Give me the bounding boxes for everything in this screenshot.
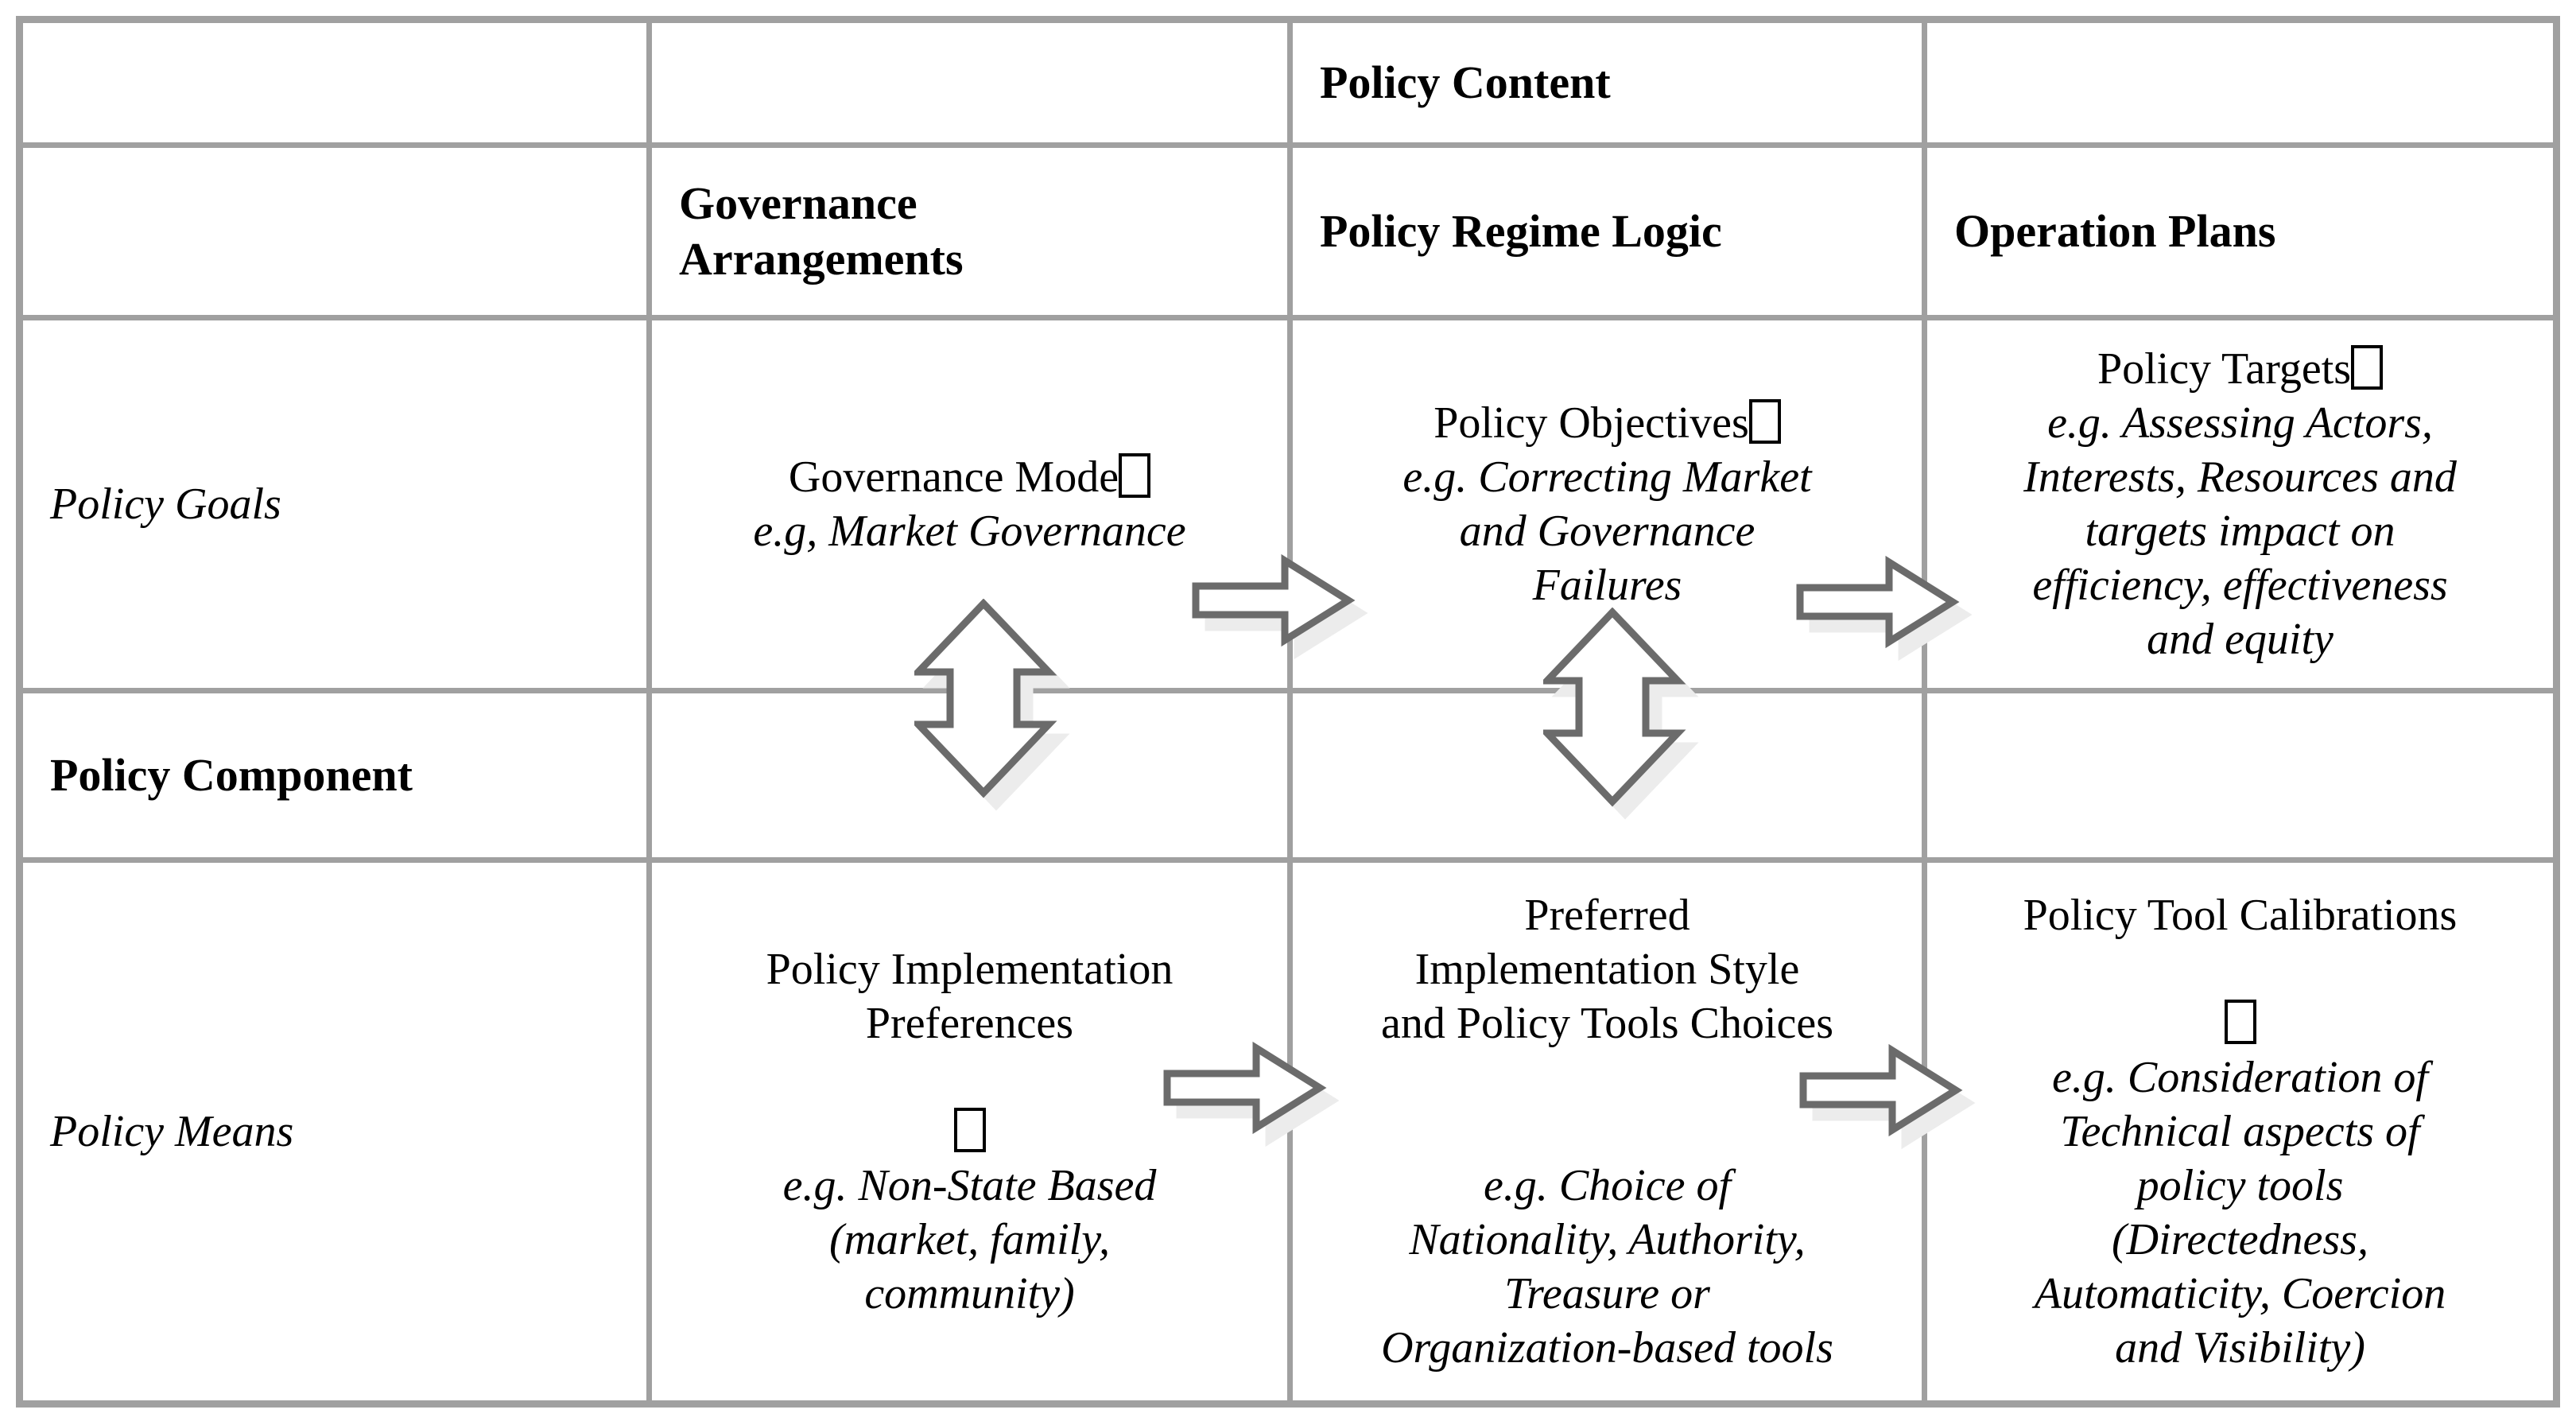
cell-policy-component-label: Policy Component xyxy=(23,693,646,857)
text-line: Organization-based tools xyxy=(1381,1323,1833,1373)
cell-blank-r1c4 xyxy=(1927,23,2553,142)
text-line: Technical aspects of xyxy=(2060,1107,2420,1156)
cell-header-governance-arrangements: Governance Arrangements xyxy=(652,148,1287,315)
cell-policy-goals-label: Policy Goals xyxy=(23,320,646,688)
text-line: and Governance xyxy=(1459,507,1755,556)
missing-glyph-box xyxy=(2224,1000,2256,1044)
right-arrow-icon xyxy=(1189,549,1372,670)
right-arrow-icon xyxy=(1797,1039,1980,1159)
cell-blank-r1c2 xyxy=(652,23,1287,142)
missing-glyph-line xyxy=(953,1105,986,1159)
right-arrow-icon xyxy=(1794,551,1977,671)
text-line: and Policy Tools Choices xyxy=(1380,999,1834,1048)
text-line: community) xyxy=(864,1269,1075,1318)
row-label: Policy Component xyxy=(50,749,413,801)
text-line: Operation Plans xyxy=(1954,205,2276,257)
text-line: e.g, Market Governance xyxy=(753,507,1186,556)
up-down-arrow-icon xyxy=(1538,607,1705,829)
cell-goals-policy-targets: Policy Targets e.g. Assessing Actors, In… xyxy=(1927,320,2553,688)
text-line: Automaticity, Coercion xyxy=(2034,1269,2446,1318)
cell-means-tool-calibrations: Policy Tool Calibrations e.g. Considerat… xyxy=(1927,863,2553,1400)
text-line: and equity xyxy=(2147,615,2334,664)
text-line: (market, family, xyxy=(828,1215,1111,1264)
missing-glyph-box xyxy=(1119,453,1151,498)
cell-blank-r4c4 xyxy=(1927,693,2553,857)
text-line: Policy Regime Logic xyxy=(1320,205,1722,257)
text-line: Interests, Resources and xyxy=(2023,452,2457,502)
text-line: e.g. Assessing Actors, xyxy=(2047,398,2433,448)
text-line: Governance Mode xyxy=(789,450,1151,504)
row-label: Policy Goals xyxy=(50,480,281,529)
missing-glyph-box xyxy=(953,1108,986,1152)
row-label: Policy Means xyxy=(50,1107,294,1156)
text-line: e.g. Consideration of xyxy=(2052,1053,2428,1102)
text-line: Nationality, Authority, xyxy=(1409,1215,1806,1264)
text-line: targets impact on xyxy=(2085,507,2396,556)
missing-glyph-line xyxy=(2224,996,2256,1050)
text-line: Policy Tool Calibrations xyxy=(2023,891,2458,940)
missing-glyph-box xyxy=(1748,399,1781,444)
text-line: Arrangements xyxy=(679,233,964,285)
up-down-arrow-icon xyxy=(910,598,1077,821)
text-line: Preferred xyxy=(1524,891,1690,940)
text-line: Treasure or xyxy=(1504,1269,1710,1318)
cell-means-implementation-preferences: Policy Implementation Preferences e.g. N… xyxy=(652,863,1287,1400)
cell-policy-content-header: Policy Content xyxy=(1293,23,1922,142)
text-line: efficiency, effectiveness xyxy=(2032,561,2448,610)
text-line: Policy Targets xyxy=(2097,342,2384,396)
cell-means-implementation-style: Preferred Implementation Style and Polic… xyxy=(1293,863,1922,1400)
text-line: e.g. Correcting Market xyxy=(1402,452,1812,502)
text-line: e.g. Choice of xyxy=(1483,1161,1732,1210)
right-arrow-icon xyxy=(1161,1037,1344,1157)
cell-header-policy-regime-logic: Policy Regime Logic xyxy=(1293,148,1922,315)
missing-glyph-box xyxy=(2351,345,2384,390)
text-line: Implementation Style xyxy=(1414,945,1800,994)
cell-header-operation-plans: Operation Plans xyxy=(1927,148,2553,315)
text-line: (Directedness, xyxy=(2112,1215,2368,1264)
text-line: Governance xyxy=(679,177,918,229)
text-line: e.g. Non-State Based xyxy=(782,1161,1157,1210)
cell-policy-means-label: Policy Means xyxy=(23,863,646,1400)
text-line: Failures xyxy=(1532,561,1682,610)
text-line: Preferences xyxy=(865,999,1074,1048)
policy-framework-table: Policy Content Governance Arrangements P… xyxy=(16,16,2560,1408)
cell-blank-r2c1 xyxy=(23,148,646,315)
text-line: policy tools xyxy=(2136,1161,2344,1210)
text-line: Policy Implementation xyxy=(766,945,1174,994)
cell-blank-r1c1 xyxy=(23,23,646,142)
text-line: Policy Objectives xyxy=(1433,396,1781,450)
policy-content-title: Policy Content xyxy=(1320,56,1611,108)
text-line: and Visibility) xyxy=(2115,1323,2365,1373)
